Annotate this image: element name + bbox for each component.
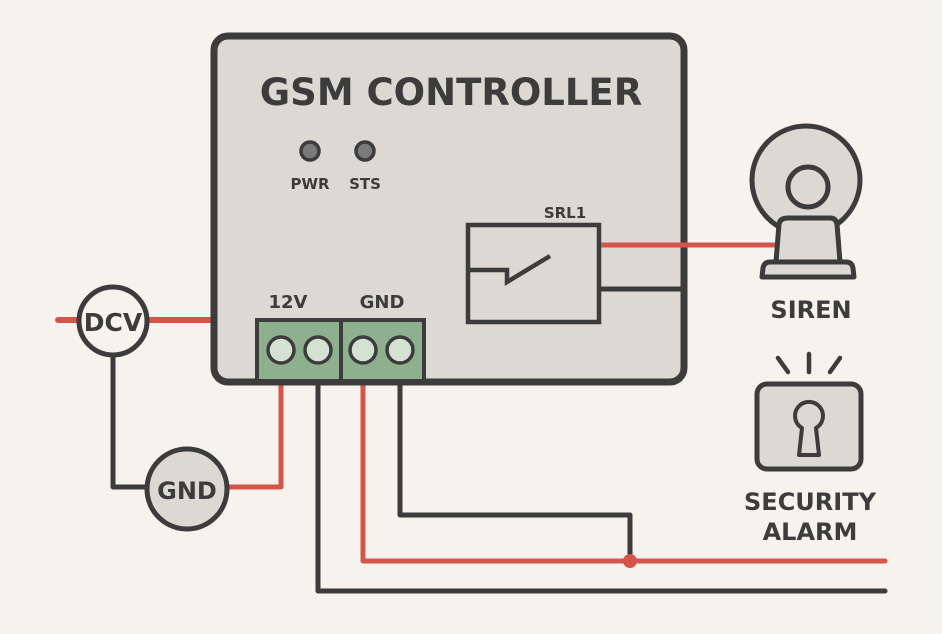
terminal-hole-icon bbox=[303, 335, 333, 365]
terminal-gnd-label: GND bbox=[360, 292, 405, 313]
power-source-dcv: DCV bbox=[76, 284, 150, 358]
indicator-sts-label: STS bbox=[349, 175, 381, 193]
terminal-hole-icon bbox=[385, 335, 415, 365]
siren-icon bbox=[749, 123, 863, 280]
terminal-block: 12V GND bbox=[255, 292, 426, 383]
indicator-sts: STS bbox=[349, 140, 381, 193]
indicator-pwr-label: PWR bbox=[290, 175, 330, 193]
wire-gnd-to-junction bbox=[397, 383, 633, 561]
siren-label: SIREN bbox=[770, 296, 851, 324]
relay-label: SRL1 bbox=[544, 204, 586, 222]
led-sts-icon bbox=[354, 140, 376, 162]
relay-srl1: SRL1 bbox=[465, 204, 602, 325]
dc-voltage-icon bbox=[76, 284, 150, 358]
junction-dot bbox=[623, 554, 637, 568]
indicator-pwr: PWR bbox=[290, 140, 330, 193]
terminal-hole-icon bbox=[348, 335, 378, 365]
ground-label: GND bbox=[157, 477, 217, 505]
switch-icon bbox=[468, 254, 552, 286]
wire-gnd-to-red-bus bbox=[360, 380, 888, 564]
ground-node: GND bbox=[144, 446, 230, 532]
terminal-hole-icon bbox=[266, 335, 296, 365]
device-security-alarm: SECURITY ALARM bbox=[744, 351, 877, 546]
wire-ground-to-12v bbox=[228, 383, 284, 490]
dcv-label: DCV bbox=[84, 308, 143, 337]
led-pwr-icon bbox=[299, 140, 321, 162]
relay-box bbox=[465, 222, 602, 325]
alarm-label-line1: SECURITY bbox=[744, 488, 877, 516]
controller-title: GSM CONTROLLER bbox=[260, 71, 642, 114]
wire-dcv-to-ground bbox=[110, 354, 150, 490]
keyhole-icon bbox=[793, 399, 825, 457]
device-siren: SIREN bbox=[749, 123, 863, 324]
ground-icon bbox=[144, 446, 230, 532]
controller-panel bbox=[210, 32, 688, 386]
terminal-12v-label: 12V bbox=[269, 292, 308, 313]
wire-12v-to-bottom-bus bbox=[315, 380, 888, 594]
alarm-rays-icon bbox=[775, 351, 843, 375]
alarm-label-line2: ALARM bbox=[763, 518, 858, 546]
